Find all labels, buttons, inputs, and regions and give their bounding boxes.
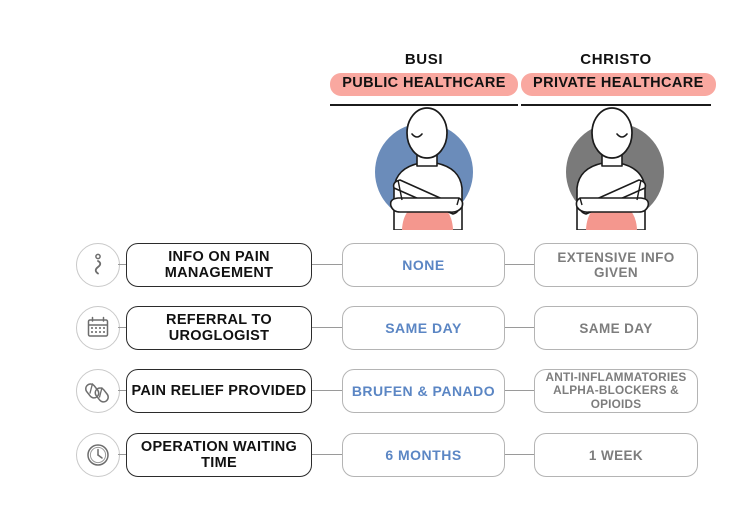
table-row: INFO ON PAIN MANAGEMENT NONE EXTENSIVE I…	[0, 243, 750, 287]
value-private-text: SAME DAY	[579, 320, 653, 336]
row-label-text: PAIN RELIEF PROVIDED	[131, 383, 307, 399]
connector-public-private	[505, 264, 534, 266]
pills-icon	[76, 369, 120, 413]
row-label: OPERATION WAITING TIME	[126, 433, 312, 477]
connector-public-private	[505, 390, 534, 392]
connector-label-public	[312, 327, 342, 329]
value-private-text: 1 WEEK	[588, 447, 644, 463]
connector-icon-label	[118, 390, 128, 392]
figure-public	[358, 106, 490, 231]
connector-icon-label	[118, 454, 128, 456]
row-label: PAIN RELIEF PROVIDED	[126, 369, 312, 413]
value-public: 6 MONTHS	[342, 433, 505, 477]
value-private: ANTI-INFLAMMATORIES ALPHA-BLOCKERS & OPI…	[534, 369, 698, 413]
column-header-private: CHRISTO PRIVATE HEALTHCARE	[521, 51, 716, 96]
value-private-line2: ALPHA-BLOCKERS & OPIOIDS	[553, 383, 679, 411]
value-public-text: SAME DAY	[385, 320, 462, 336]
value-private: EXTENSIVE INFO GIVEN	[534, 243, 698, 287]
row-label-text: INFO ON PAIN MANAGEMENT	[164, 249, 274, 281]
column-badge-private: PRIVATE HEALTHCARE	[521, 73, 716, 96]
value-private: 1 WEEK	[534, 433, 698, 477]
clock-icon	[76, 433, 120, 477]
figure-private	[549, 106, 681, 231]
row-label: REFERRAL TO UROGLOGIST	[126, 306, 312, 350]
column-name-public: BUSI	[404, 51, 444, 68]
value-private-text: EXTENSIVE INFO GIVEN	[557, 250, 675, 280]
value-public: SAME DAY	[342, 306, 505, 350]
connector-icon-label	[118, 264, 128, 266]
value-public-text: NONE	[402, 257, 445, 273]
column-name-private: CHRISTO	[580, 51, 652, 68]
connector-label-public	[312, 390, 342, 392]
row-label-text: OPERATION WAITING TIME	[140, 439, 298, 471]
column-badge-public: PUBLIC HEALTHCARE	[330, 73, 518, 96]
row-label-text: REFERRAL TO UROGLOGIST	[166, 312, 272, 344]
table-row: OPERATION WAITING TIME 6 MONTHS 1 WEEK	[0, 433, 750, 477]
table-row: PAIN RELIEF PROVIDED BRUFEN & PANADO ANT…	[0, 369, 750, 413]
value-private-multiline: ANTI-INFLAMMATORIES ALPHA-BLOCKERS & OPI…	[535, 369, 697, 412]
calendar-icon	[76, 306, 120, 350]
info-icon	[76, 243, 120, 287]
connector-public-private	[505, 454, 534, 456]
column-header-public: BUSI PUBLIC HEALTHCARE	[330, 52, 518, 96]
connector-label-public	[312, 454, 342, 456]
column-rule-private	[521, 104, 711, 106]
value-private-line1: ANTI-INFLAMMATORIES	[545, 369, 687, 384]
value-public-text: 6 MONTHS	[385, 447, 462, 463]
connector-icon-label	[118, 327, 128, 329]
value-private: SAME DAY	[534, 306, 698, 350]
row-label: INFO ON PAIN MANAGEMENT	[126, 243, 312, 287]
value-public: BRUFEN & PANADO	[342, 369, 505, 413]
value-public: NONE	[342, 243, 505, 287]
connector-label-public	[312, 264, 342, 266]
value-public-text: BRUFEN & PANADO	[351, 383, 496, 399]
table-row: REFERRAL TO UROGLOGIST SAME DAY SAME DAY	[0, 306, 750, 350]
column-rule-public	[330, 104, 518, 106]
connector-public-private	[505, 327, 534, 329]
